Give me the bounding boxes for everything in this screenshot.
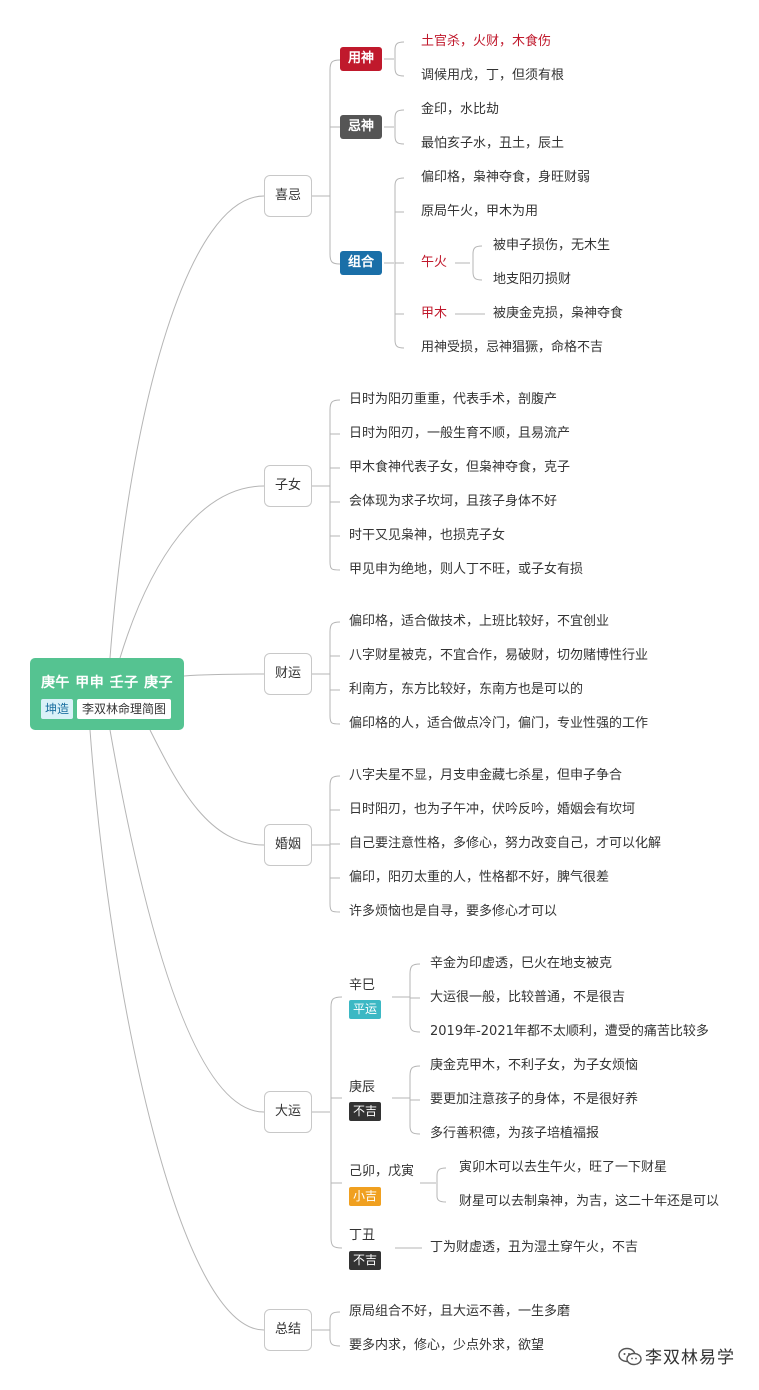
dayun-dingchou-name[interactable]: 丁丑 (349, 1228, 376, 1243)
zuhe-item: 偏印格，枭神夺食，身旺财弱 (421, 170, 591, 185)
dayun-jimao-name[interactable]: 己卯，戊寅 (349, 1164, 415, 1179)
wuhuo-item: 地支阳刃损财 (493, 272, 572, 287)
dayun-gengchen-name[interactable]: 庚辰 (349, 1080, 376, 1095)
jimao-item: 财星可以去制枭神，为吉，这二十年还是可以 (459, 1194, 720, 1209)
gengchen-item: 多行善积德，为孩子培植福报 (430, 1126, 600, 1141)
zongjie-item: 原局组合不好，且大运不善，一生多磨 (349, 1304, 571, 1319)
topic-hunyin[interactable]: 婚姻 (264, 824, 312, 866)
zongjie-item: 要多内求，修心，少点外求，欲望 (349, 1338, 545, 1353)
gengchen-item: 要更加注意孩子的身体，不是很好养 (430, 1092, 639, 1107)
node-yongshen[interactable]: 用神 (340, 47, 383, 71)
yongshen-item: 土官杀，火财，木食伤 (421, 34, 552, 49)
hunyin-item: 自己要注意性格，多修心，努力改变自己，才可以化解 (349, 836, 662, 851)
yongshen-item: 调候用戊，丁，但须有根 (421, 68, 565, 83)
badge-buji: 不吉 (349, 1102, 382, 1121)
node-jishen[interactable]: 忌神 (340, 115, 383, 139)
zinv-item: 日时为阳刃重重，代表手术，剖腹产 (349, 392, 558, 407)
topic-caiyun[interactable]: 财运 (264, 653, 312, 695)
topic-zinv[interactable]: 子女 (264, 465, 312, 507)
zuhe-item: 原局午火，甲木为用 (421, 204, 539, 219)
jimao-item: 寅卯木可以去生午火，旺了一下财星 (459, 1160, 668, 1175)
hunyin-item: 八字夫星不显，月支申金藏七杀星，但申子争合 (349, 768, 623, 783)
topic-dayun[interactable]: 大运 (264, 1091, 312, 1133)
dayun-xinsi-name[interactable]: 辛巳 (349, 978, 376, 993)
topic-xiji[interactable]: 喜忌 (264, 175, 312, 217)
root-tag-kunzao: 坤造 (41, 699, 74, 719)
dingchou-item: 丁为财虚透，丑为湿土穿午火，不吉 (430, 1240, 639, 1255)
caiyun-item: 八字财星被克，不宜合作，易破财，切勿赌博性行业 (349, 648, 649, 663)
node-zuhe[interactable]: 组合 (340, 251, 383, 275)
hunyin-item: 偏印，阳刃太重的人，性格都不好，脾气很差 (349, 870, 610, 885)
watermark-text: 李双林易学 (645, 1348, 735, 1368)
zinv-item: 甲见申为绝地，则人丁不旺，或子女有损 (349, 562, 584, 577)
jiamu-item: 被庚金克损，枭神夺食 (493, 306, 624, 321)
xinsi-item: 大运很一般，比较普通，不是很吉 (430, 990, 626, 1005)
hunyin-item: 日时阳刃，也为子午冲，伏吟反吟，婚姻会有坎坷 (349, 802, 636, 817)
xinsi-item: 辛金为印虚透，巳火在地支被克 (430, 956, 613, 971)
node-jiamu[interactable]: 甲木 (421, 306, 448, 321)
caiyun-item: 利南方，东方比较好，东南方也是可以的 (349, 682, 584, 697)
zinv-item: 甲木食神代表子女，但枭神夺食，克子 (349, 460, 571, 475)
gengchen-item: 庚金克甲木，不利子女，为子女烦恼 (430, 1058, 639, 1073)
zuhe-item: 用神受损，忌神猖獗，命格不吉 (421, 340, 604, 355)
root-tag-diagram-name: 李双林命理简图 (77, 699, 172, 719)
jishen-item: 最怕亥子水，丑土，辰土 (421, 136, 565, 151)
xinsi-item: 2019年-2021年都不太顺利，遭受的痛苦比较多 (430, 1024, 709, 1039)
zinv-item: 时干又见枭神，也损克子女 (349, 528, 506, 543)
jishen-item: 金印，水比劫 (421, 102, 500, 117)
root-title: 庚午 甲申 壬子 庚子 (40, 675, 174, 691)
badge-pingyun: 平运 (349, 1000, 382, 1019)
hunyin-item: 许多烦恼也是自寻，要多修心才可以 (349, 904, 558, 919)
badge-buji: 不吉 (349, 1251, 382, 1270)
node-wuhuo[interactable]: 午火 (421, 255, 448, 270)
topic-zongjie[interactable]: 总结 (264, 1309, 312, 1351)
zinv-item: 日时为阳刃，一般生育不顺，且易流产 (349, 426, 571, 441)
zinv-item: 会体现为求子坎坷，且孩子身体不好 (349, 494, 558, 509)
wechat-icon (618, 1347, 642, 1366)
caiyun-item: 偏印格，适合做技术，上班比较好，不宜创业 (349, 614, 610, 629)
badge-xiaoji: 小吉 (349, 1187, 382, 1206)
caiyun-item: 偏印格的人，适合做点冷门，偏门，专业性强的工作 (349, 716, 649, 731)
wuhuo-item: 被申子损伤，无木生 (493, 238, 611, 253)
root-node[interactable]: 庚午 甲申 壬子 庚子 坤造 李双林命理简图 (30, 658, 184, 730)
